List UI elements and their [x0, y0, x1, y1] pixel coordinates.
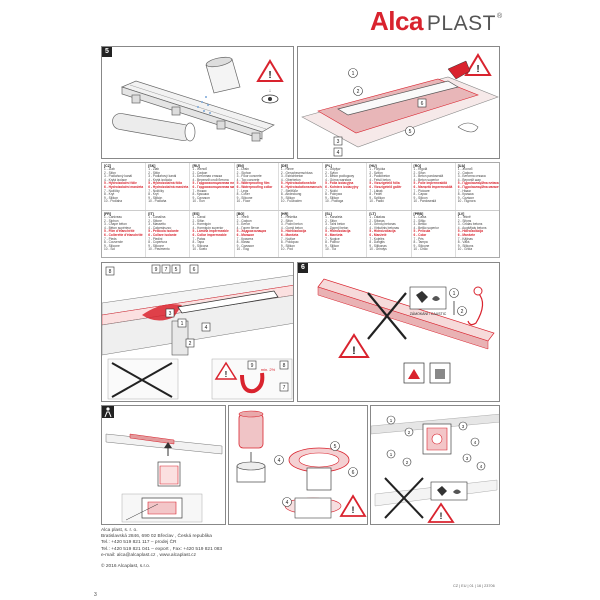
callout-1b: 1: [181, 321, 184, 327]
callout-8c: 8: [283, 363, 286, 369]
company-tel-1: Tel.: +420 519 821 117 – prodej ČR: [101, 540, 177, 546]
svg-text:!: !: [225, 370, 228, 379]
logo-reg-mark: ®: [496, 13, 503, 20]
callout-1h: 1: [390, 452, 393, 457]
legend-col-lt: [LT] 1 - Latakas 2 - Sifonas 3 - Grindų …: [367, 211, 412, 257]
svg-text:!: !: [440, 511, 443, 521]
callout-3g: 3: [462, 424, 465, 429]
legend-col-ru: [RU] 1 - Желоб 2 - Сифон 3 - Бетонная ст…: [190, 163, 235, 210]
panel-siphon-assembly: 1 2 3 4 1 2 3 4 !: [370, 405, 500, 525]
siphon-exploded-illustration: 4 5 6 4 !: [236, 410, 367, 519]
siphon-wall-illustration: [102, 406, 223, 523]
callout-4b: 4: [205, 325, 208, 331]
callout-6: 6: [421, 101, 424, 107]
document-code: CZ | EU | 01 | 16 | 23706: [453, 584, 495, 588]
callout-1d: 1: [453, 291, 456, 297]
footer-contact: Alca plast, s. r. o. Bratislavská 2846, …: [101, 528, 501, 570]
step-number: 5: [102, 47, 112, 57]
panel-layer-section: 8 9 7 5 6 3 1 4 2 9 8: [101, 262, 294, 402]
multilingual-legend: [CZ] 1 - Žlab 2 - Sifon 3 - Podlahový ka…: [101, 162, 500, 258]
caustic-label: ZÁMOKÁNÍ / CAUSTIC: [410, 312, 447, 316]
panel-siphon-wall: [101, 405, 226, 525]
svg-text:↓: ↓: [269, 88, 272, 94]
callout-7: 7: [165, 267, 168, 273]
legend-col-bg: [BG] 1 - Улей 2 - Сифон 3 - Бетон 4 - Го…: [235, 211, 279, 257]
panel-silicone-install: 1 2 3 4 5 6 !: [297, 46, 500, 159]
legend-col-hr: [HR] 1 - Rešetka 2 - Sifon 3 - Podni bet…: [279, 211, 324, 257]
layer-section-illustration: 8 9 7 5 6 3 1 4 2 9 8: [102, 264, 293, 400]
callout-2: 2: [357, 89, 360, 95]
company-address: Bratislavská 2846, 690 02 Břeclav , Česk…: [101, 534, 212, 540]
logo-red-text: Alca: [370, 6, 423, 36]
logo-grey-text: PLAST: [426, 12, 496, 35]
legend-col-en: [EN] 1 - Drain 2 - Siphon 3 - Floor conc…: [235, 163, 279, 210]
svg-text:!: !: [268, 70, 271, 81]
callout-5b: 5: [175, 267, 178, 273]
silicone-install-illustration: 1 2 3 4 5 6 !: [301, 53, 499, 157]
svg-text:!: !: [476, 64, 479, 75]
legend-col-hu: [HU] 1 - Folyóka 2 - Szifon 3 - Padlóbet…: [367, 163, 412, 210]
legend-col-lv-ee: [LV] 1 - Teknē 2 - Sifons 3 - Grīdas bet…: [457, 212, 487, 252]
legend-col-sl: [SL] 1 - Kanaleta 2 - Sifon 3 - Talni be…: [323, 211, 368, 257]
callout-3: 3: [337, 139, 340, 145]
company-name: Alca plast, s. r. o.: [101, 528, 138, 533]
callout-3h: 3: [466, 456, 469, 461]
callout-9c: 9: [251, 363, 254, 369]
callout-2b: 2: [189, 341, 192, 347]
brand-logo: Alca PLAST ®: [370, 6, 503, 36]
callout-9: 9: [155, 267, 158, 273]
legend-col-ua: [UA] 1 - Жолоб 2 - Сифон 3 - Бетонна стя…: [457, 164, 499, 204]
siphon-assembly-illustration: 1 2 3 4 1 2 3 4 !: [371, 406, 499, 524]
callout-3b: 3: [169, 311, 172, 317]
legend-col-prb: [PRB] 1 - Caixa 2 - Sifão 3 - Betão 4 - …: [412, 211, 456, 257]
copyright: © 2016 Alcaplast, s.r.o.: [101, 564, 151, 570]
callout-1: 1: [352, 71, 355, 77]
legend-col-es: [ES] 1 - Canal 2 - Sifón 3 - Hormigón 4 …: [190, 211, 235, 257]
slope-label: min. 2%: [261, 367, 276, 372]
legend-col-cz: [CZ] 1 - Žlab 2 - Sifon 3 - Podlahový ka…: [102, 163, 147, 210]
panel-water-test: 5 ! ↓: [101, 46, 294, 159]
callout-5e: 5: [334, 444, 337, 450]
legend-row-1: [CZ] 1 - Žlab 2 - Sifon 3 - Podlahový ka…: [102, 163, 499, 211]
panel-caustic-warning: 6 1 2 ZÁMOKÁNÍ / CAUSTIC !: [297, 262, 500, 402]
company-email[interactable]: e-mail: alca@alcaplast.cz , www.alcaplas…: [101, 552, 196, 558]
panel-siphon-exploded: 4 5 6 4 !: [228, 405, 368, 525]
callout-2h: 2: [406, 460, 409, 465]
company-tel-2: Tel.: +420 519 821 041 – export , Fax: +…: [101, 546, 223, 552]
step-number-6: 6: [298, 263, 308, 273]
callout-6b: 6: [193, 267, 196, 273]
callout-4e: 4: [278, 458, 281, 464]
legend-col-pl: [PL] 1 - Odpływ 2 - Syfon 3 - Beton podł…: [323, 163, 368, 210]
callout-4h: 4: [480, 464, 483, 469]
drain-pour-illustration: ! ↓: [112, 56, 284, 142]
callout-4g: 4: [474, 440, 477, 445]
svg-text:!: !: [352, 505, 355, 515]
callout-1g: 1: [390, 418, 393, 423]
callout-4f: 4: [286, 500, 289, 506]
callout-7c: 7: [283, 385, 286, 391]
legend-col-it: [IT] 1 - Canalina 2 - Sifone 3 - Massett…: [146, 211, 191, 257]
callout-2g: 2: [408, 430, 411, 435]
callout-4: 4: [337, 150, 340, 156]
callout-8: 8: [109, 269, 112, 275]
legend-col-de: [DE] 1 - Rinne 2 - Geruchsverschluss 3 -…: [279, 163, 324, 210]
legend-col-ro: [RO] 1 - Rigolă 2 - Sifon 3 - Beton pard…: [412, 163, 456, 210]
legend-col-sk: [SK] 1 - Žlab 2 - Sifón 3 - Podlahový ka…: [146, 163, 191, 210]
callout-2d: 2: [461, 309, 464, 315]
legend-row-2: [FR] 1 - Caniveau 2 - Siphon 3 - Chape b…: [102, 211, 499, 257]
caustic-warning-illustration: 1 2 ZÁMOKÁNÍ / CAUSTIC !: [317, 278, 495, 384]
callout-6e: 6: [352, 470, 355, 476]
legend-col-fr: [FR] 1 - Caniveau 2 - Siphon 3 - Chape b…: [102, 211, 147, 257]
svg-text:!: !: [352, 345, 356, 357]
page-number: 3: [94, 592, 97, 598]
callout-5: 5: [409, 129, 412, 135]
